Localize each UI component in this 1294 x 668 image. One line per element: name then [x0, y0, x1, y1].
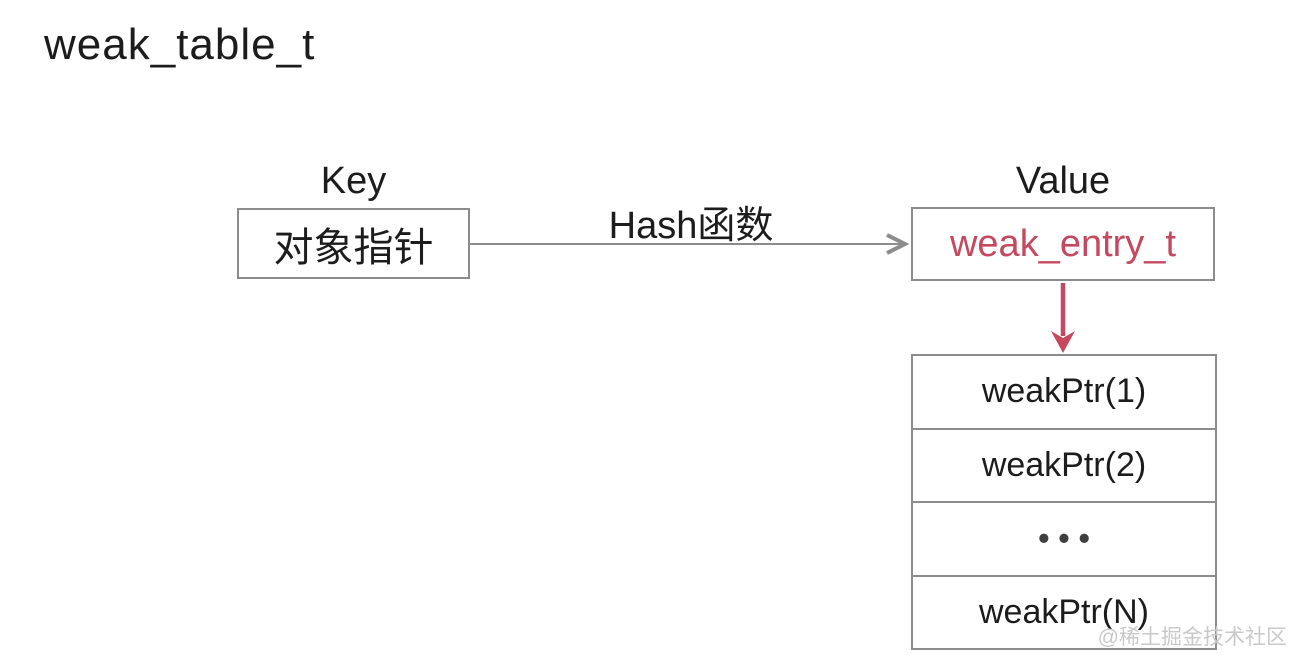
value-column-label: Value	[1015, 160, 1111, 202]
key-box-text: 对象指针	[273, 225, 434, 270]
key-box: 对象指针	[237, 208, 470, 279]
weak-entry-table: weakPtr(1) weakPtr(2) ••• weakPtr(N)	[911, 354, 1217, 650]
value-box-text: weak_entry_t	[949, 222, 1176, 265]
table-row: weakPtr(N)	[913, 574, 1215, 649]
value-box: weak_entry_t	[911, 207, 1215, 281]
hash-arrow-icon	[470, 233, 910, 255]
watermark: @稀土掘金技术社区	[1097, 626, 1287, 649]
page-title: weak_table_t	[44, 20, 316, 69]
table-row-ellipsis: •••	[913, 501, 1215, 575]
table-row: weakPtr(1)	[981, 372, 1147, 411]
key-column-label: Key	[320, 160, 387, 202]
table-row: weakPtr(2)	[913, 427, 1215, 502]
down-arrow-icon	[1051, 283, 1075, 353]
hash-function-label: Hash函数	[608, 205, 774, 247]
